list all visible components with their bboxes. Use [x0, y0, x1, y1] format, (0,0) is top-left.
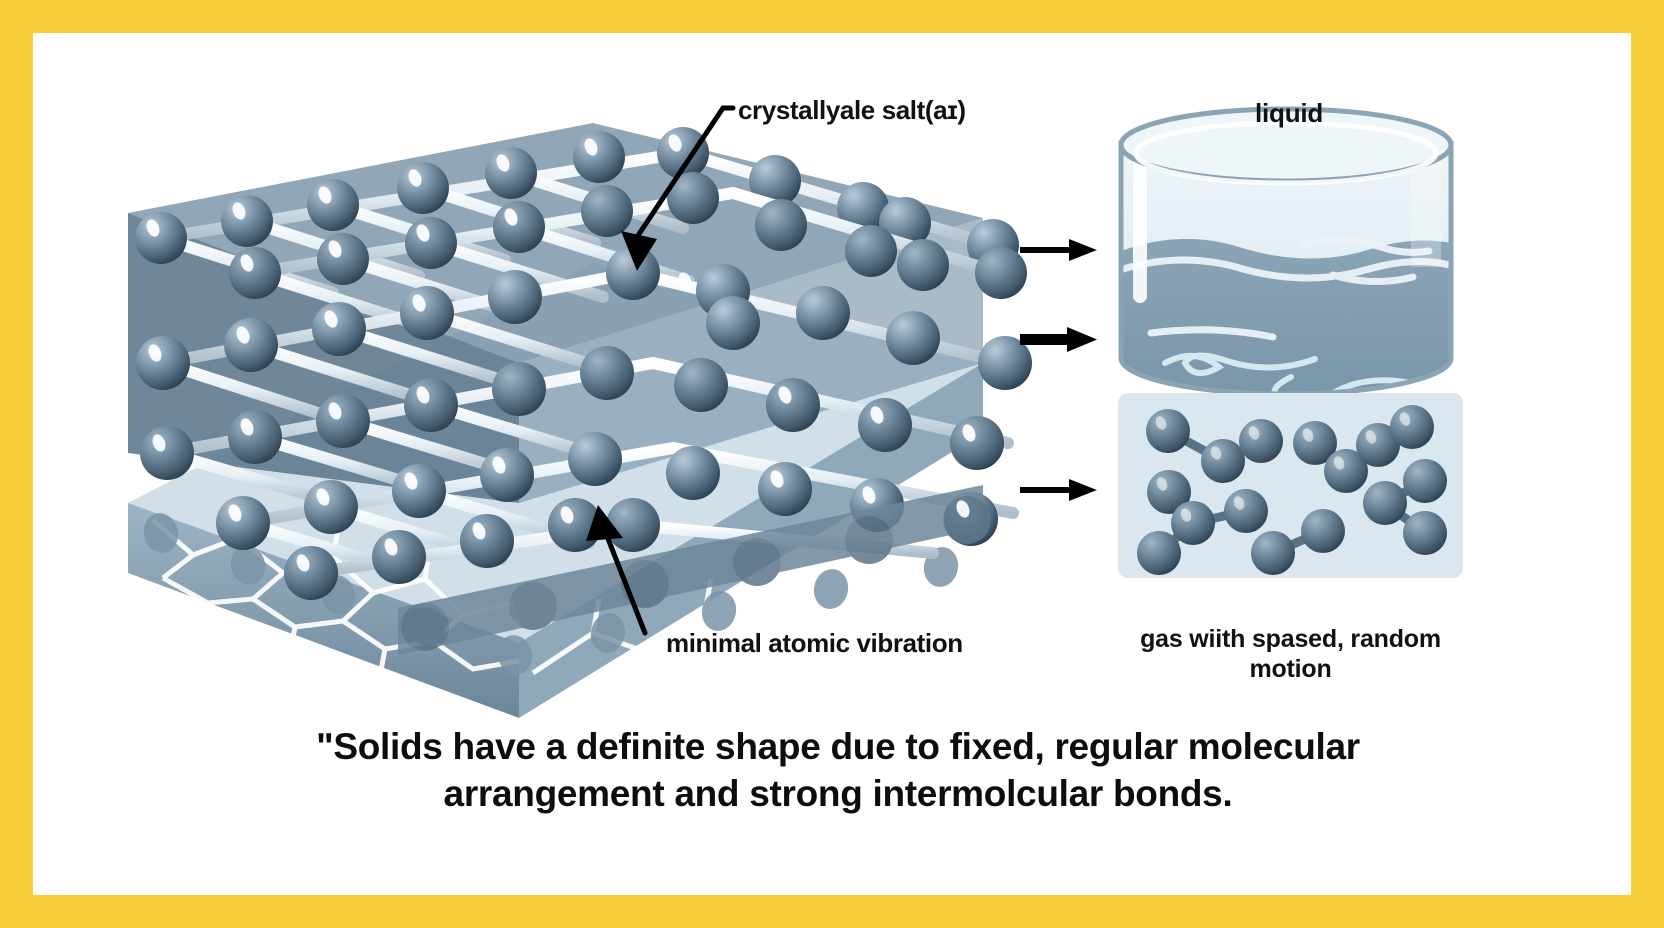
diagram-stage: crystallyale salt(aɪ) minimal atomic vib… [33, 33, 1631, 895]
caption: "Solids have a definite shape due to fix… [213, 723, 1463, 818]
page-frame: crystallyale salt(aɪ) minimal atomic vib… [33, 33, 1631, 895]
diagram-artwork [128, 105, 1463, 718]
caption-line-2: arrangement and strong intermolcular bon… [443, 773, 1233, 815]
gas-label: gas wiith spased, random motion [1140, 625, 1441, 683]
solid-crystal-lattice [128, 105, 1032, 718]
vibration-label-pointer [586, 505, 648, 636]
caption-line-1: "Solids have a definite shape due to fix… [316, 726, 1360, 767]
lattice-atoms-and-bonds [135, 127, 1032, 655]
arrow-to-liquid-top [1020, 239, 1097, 261]
crystal-label-pointer [621, 105, 736, 271]
liquid-label: liquid [1255, 98, 1324, 128]
crystal-label: crystallyale salt(aɪ) [738, 95, 966, 125]
transition-arrows [1020, 239, 1097, 501]
arrow-to-liquid-bottom [1020, 327, 1097, 352]
gas-molecules-box [1118, 393, 1463, 578]
liquid-beaker [1118, 106, 1454, 397]
vibration-label: minimal atomic vibration [666, 628, 963, 658]
arrow-to-gas [1020, 479, 1097, 501]
